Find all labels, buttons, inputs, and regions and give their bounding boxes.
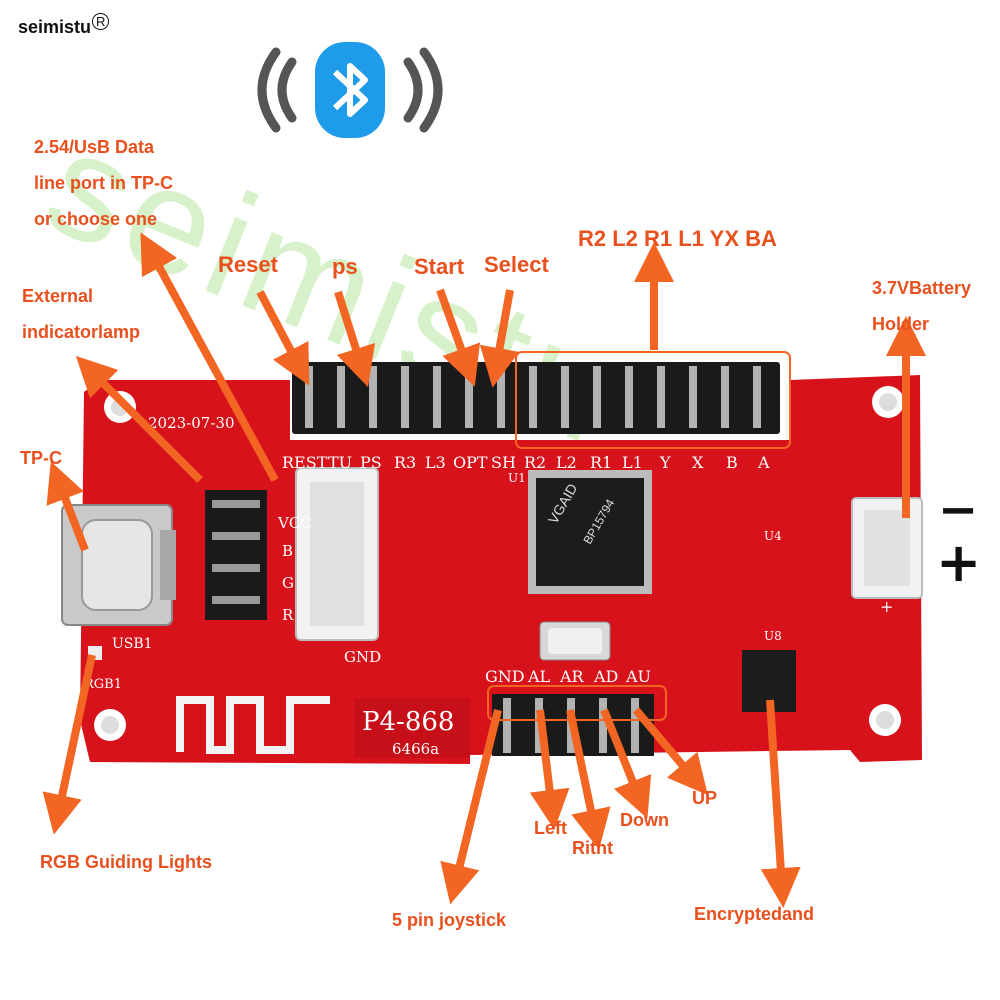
silk-pin: SH (491, 453, 516, 472)
arrow-tpc (46, 461, 89, 552)
label-rgb: RGB Guiding Lights (40, 852, 212, 872)
plus-sign: + (936, 531, 982, 594)
silk-side-pin: G (282, 574, 294, 592)
arrow-reset (256, 290, 310, 386)
brand-name: seimistu (18, 17, 92, 37)
callout-arrows (42, 232, 926, 908)
label-battery-1: 3.7VBattery (872, 278, 972, 298)
label-tpc: TP-C (20, 448, 62, 468)
arrow-right (566, 709, 611, 850)
silk-joy-pin: AD (593, 667, 618, 686)
arrow-up (632, 707, 708, 796)
label-external-2: indicatorlamp (22, 322, 141, 342)
silk-pin: L1 (622, 453, 643, 472)
label-encrypted: Encryptedand (694, 904, 815, 924)
silk-pin: R2 (524, 453, 546, 472)
label-select: Select (484, 252, 549, 277)
label-data-port-2: line port in TP-C (34, 173, 173, 193)
label-data-port-3: or choose one (34, 209, 158, 229)
silk-joy-pin: AR (559, 667, 585, 686)
arrow-down (600, 708, 652, 819)
arrow-external (75, 355, 203, 483)
silk-joy-pin: AL (527, 667, 551, 686)
minus-sign: − (938, 482, 979, 538)
label-external-1: External (22, 286, 94, 306)
silk-side-pin: VCC (277, 514, 312, 532)
label-data-port-1: 2.54/UsB Data (34, 137, 155, 157)
silk-pin: TU (328, 453, 352, 472)
silk-gnd: GND (344, 648, 381, 666)
silk-pin: A (757, 453, 770, 472)
label-reset: Reset (218, 252, 278, 277)
label-left: Left (534, 818, 567, 838)
label-start: Start (414, 254, 465, 279)
silk-u8: U8 (764, 629, 782, 643)
arrow-data-port (140, 232, 279, 482)
bluetooth-icon (257, 42, 443, 138)
silk-pin: REST (282, 453, 328, 472)
silk-pin: PS (360, 453, 382, 472)
silk-joy-pin: AU (625, 667, 651, 686)
silk-usb: USB1 (112, 636, 153, 652)
registered-mark: R (92, 13, 110, 30)
silk-date: 2023-07-30 (148, 414, 234, 432)
label-ps: ps (332, 254, 358, 279)
label-right: Ritht (572, 838, 613, 858)
label-buttons-group: R2 L2 R1 L1 YX BA (578, 226, 777, 251)
arrow-select (479, 289, 520, 388)
silk-u1: U1 (508, 471, 526, 485)
silk-pin: Y (659, 453, 671, 472)
silk-pin: L3 (425, 453, 446, 472)
label-up: UP (692, 788, 718, 808)
label-down: Down (620, 810, 669, 830)
arrow-encrypted (760, 699, 801, 908)
silk-model: P4-868 (362, 707, 454, 737)
silk-side-pin: B (282, 542, 293, 560)
pcb-board (61, 351, 923, 764)
label-battery-2: Holder (872, 314, 930, 334)
arrow-ps (334, 290, 376, 388)
silk-pin: R1 (590, 453, 612, 472)
silk-code: 6466a (392, 740, 439, 758)
silk-u4: U4 (764, 529, 782, 543)
silk-pin: R3 (394, 453, 416, 472)
arrow-rgb (42, 654, 96, 835)
silk-rgb: RGB1 (84, 677, 122, 692)
silk-joy-pin: GND (485, 667, 525, 686)
silk-pin: X (692, 453, 704, 472)
label-joystick: 5 pin joystick (392, 910, 507, 930)
arrow-joystick (440, 709, 502, 905)
silk-pin: OPT (453, 453, 488, 472)
silk-pin: B (726, 453, 738, 472)
silk-battery-plus: + (880, 597, 893, 616)
arrow-start (436, 288, 481, 387)
arrow-left (529, 709, 570, 830)
silk-pin: L2 (556, 453, 577, 472)
silk-side-pin: R (282, 606, 294, 624)
